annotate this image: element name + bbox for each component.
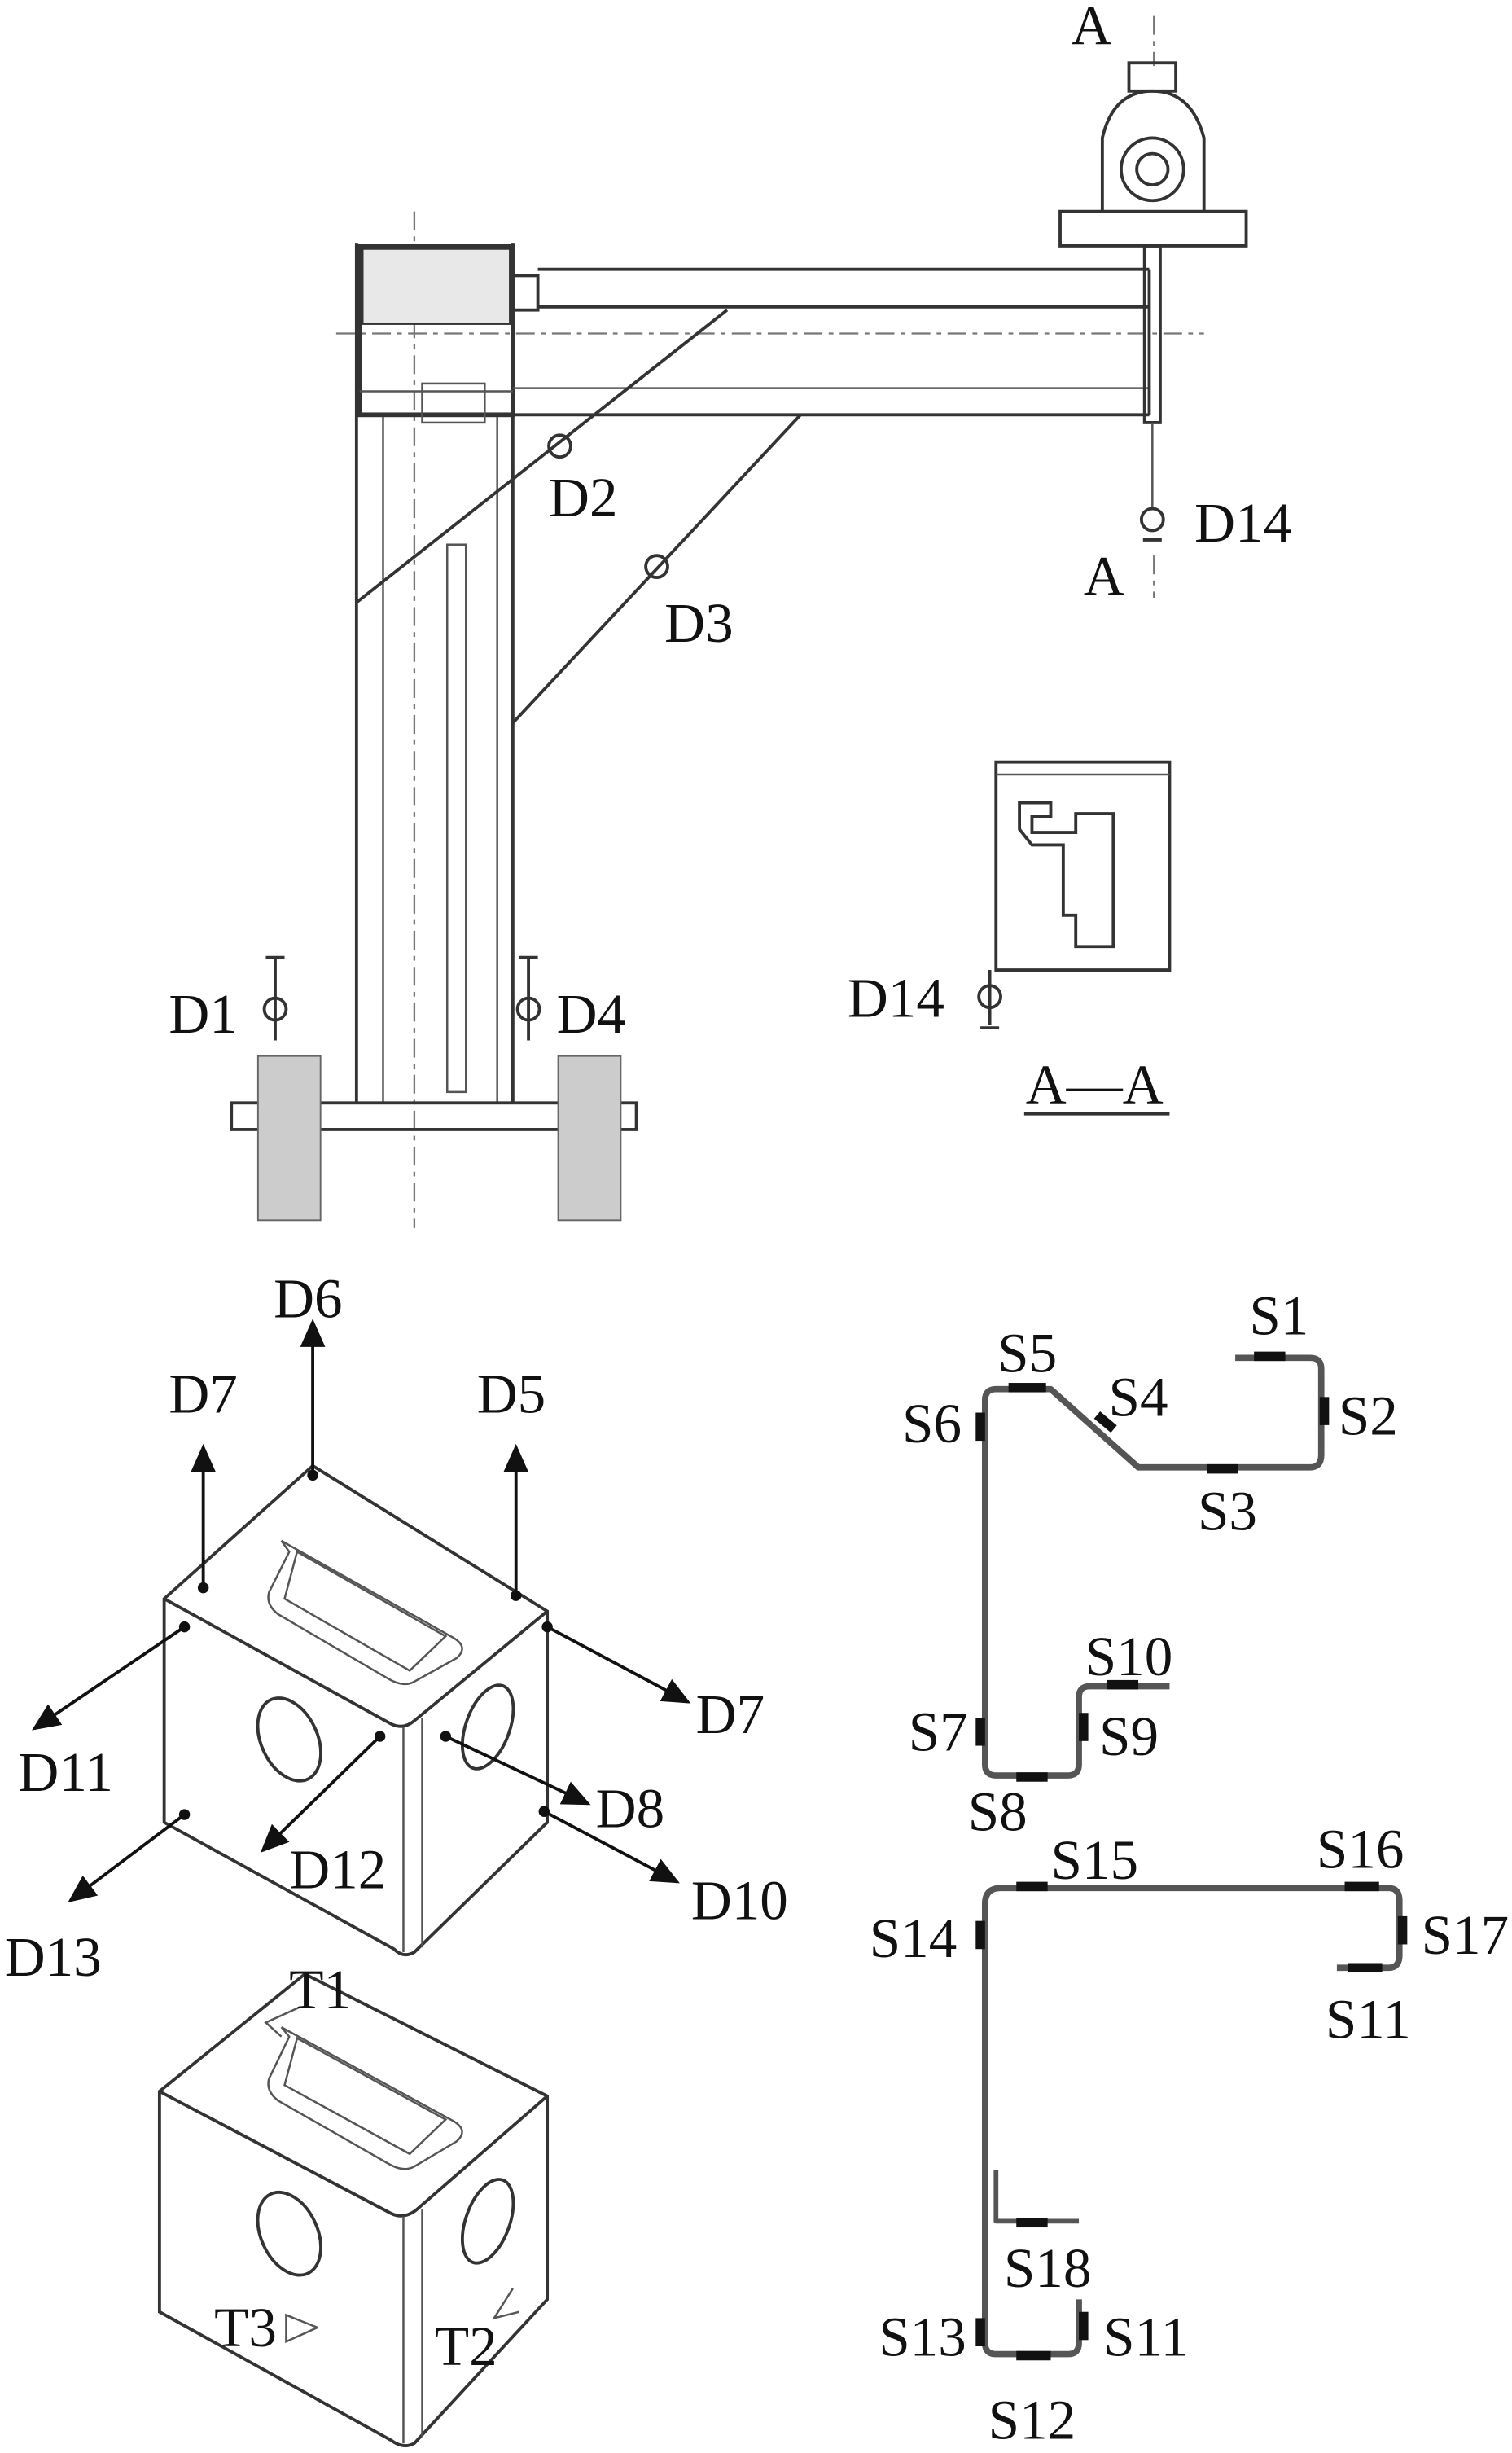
test-point-t2: T2 bbox=[435, 2315, 497, 2377]
svg-text:D2: D2 bbox=[549, 466, 617, 529]
gauge-s15: S15 bbox=[1050, 1828, 1138, 1891]
gauge-s2: S2 bbox=[1339, 1384, 1398, 1446]
gauge-s6: S6 bbox=[902, 1392, 962, 1455]
corner-fitting-directions: D6 D7 D5 D7 D11 D12 D8 D10 D13 bbox=[5, 1266, 788, 1987]
gauge-d14-section-label: D14 bbox=[848, 967, 944, 1029]
dir-d6: D6 bbox=[274, 1266, 342, 1329]
dir-d7-right: D7 bbox=[696, 1683, 765, 1745]
gauge-s11-top: S11 bbox=[1326, 1988, 1411, 2051]
gauge-s8: S8 bbox=[968, 1779, 1028, 1842]
gauge-s12: S12 bbox=[988, 2388, 1076, 2451]
beam bbox=[511, 267, 1151, 417]
gauge-d14: D14 bbox=[1139, 491, 1291, 554]
brace-lower bbox=[511, 414, 802, 724]
gauge-s4: S4 bbox=[1109, 1365, 1168, 1428]
test-point-t3: T3 bbox=[214, 2296, 277, 2359]
gauge-d2: D2 bbox=[547, 433, 618, 529]
gauge-s16: S16 bbox=[1317, 1817, 1405, 1880]
section-mark-bottom: A bbox=[1084, 544, 1124, 607]
gauge-d4: D4 bbox=[515, 955, 625, 1045]
base-plate bbox=[230, 1101, 638, 1131]
gauge-d3: D3 bbox=[644, 554, 734, 654]
dir-d11: D11 bbox=[18, 1740, 112, 1803]
trolley-hanger bbox=[1058, 15, 1248, 599]
gauge-d1: D1 bbox=[169, 955, 288, 1045]
brace-upper bbox=[355, 309, 729, 604]
svg-text:D4: D4 bbox=[557, 982, 625, 1045]
gauge-s1: S1 bbox=[1249, 1284, 1308, 1347]
dir-d13: D13 bbox=[5, 1925, 102, 1988]
dir-d12: D12 bbox=[289, 1837, 386, 1900]
svg-text:D3: D3 bbox=[664, 591, 733, 654]
gauge-s18: S18 bbox=[1004, 2236, 1092, 2299]
gauge-s7: S7 bbox=[909, 1700, 968, 1762]
corner-fitting-test-points: T1 T3 T2 bbox=[157, 1958, 550, 2448]
gauge-s14: S14 bbox=[870, 1907, 958, 1969]
svg-text:D1: D1 bbox=[169, 982, 237, 1045]
gauge-s3: S3 bbox=[1198, 1480, 1257, 1542]
test-point-t1: T1 bbox=[289, 1958, 352, 2021]
profile-upper: S1 S2 S3 S4 S5 S6 S7 S8 S9 S10 bbox=[902, 1284, 1398, 1843]
section-title: A—A bbox=[1026, 1052, 1164, 1115]
dir-d10: D10 bbox=[691, 1869, 788, 1932]
anchor-bolt-left bbox=[256, 1055, 322, 1222]
section-mark-top: A bbox=[1071, 0, 1111, 56]
dir-d8: D8 bbox=[596, 1776, 664, 1839]
gauge-s11-bottom: S11 bbox=[1103, 2306, 1189, 2368]
profile-lower: S15 S16 S14 S17 S11 S18 S13 S11 S12 bbox=[870, 1817, 1509, 2451]
section-a-a: D14 A—A bbox=[848, 760, 1172, 1116]
dir-d5: D5 bbox=[477, 1363, 546, 1425]
gauge-s13: S13 bbox=[879, 2306, 966, 2368]
gauge-s17: S17 bbox=[1422, 1903, 1510, 1966]
anchor-bolt-right bbox=[557, 1055, 622, 1222]
dir-d7-top: D7 bbox=[169, 1363, 237, 1425]
gauge-s10: S10 bbox=[1085, 1625, 1173, 1687]
column bbox=[354, 243, 515, 1104]
gauge-s9: S9 bbox=[1099, 1705, 1159, 1767]
crane-drawing: D2 D3 D14 D1 D4 A A bbox=[169, 0, 1291, 1228]
gauge-s5: S5 bbox=[997, 1322, 1057, 1384]
svg-text:D14: D14 bbox=[1194, 491, 1291, 554]
